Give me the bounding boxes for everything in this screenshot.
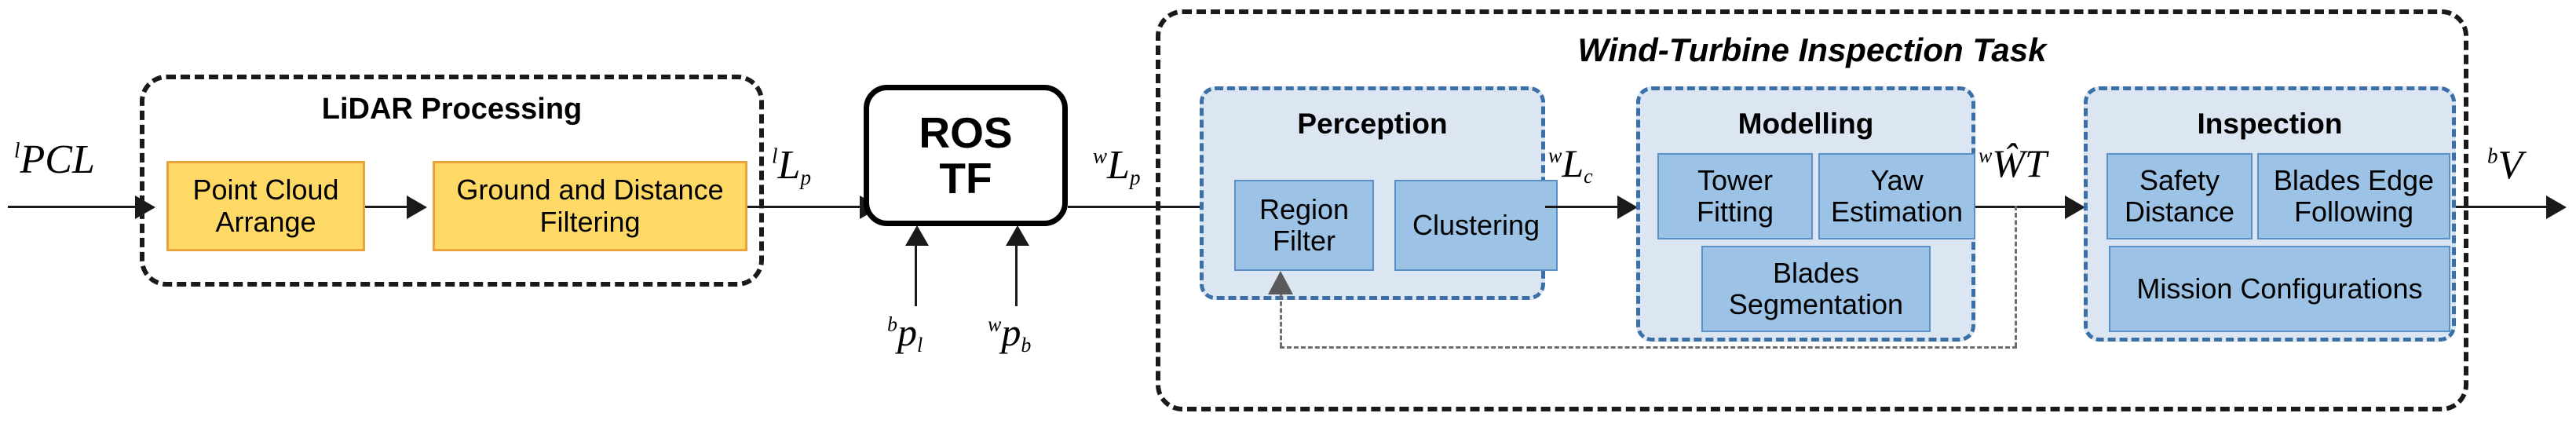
ros-to-task-line <box>1068 206 1205 208</box>
signal-presuperscript: b <box>887 313 897 336</box>
lidar-to-ros-line <box>747 206 861 208</box>
input-arrow <box>135 196 155 219</box>
block-line-1: Ground and Distance <box>456 174 724 207</box>
feedback-line-vertical-right <box>2015 206 2017 347</box>
block-safety-distance[interactable]: Safety Distance <box>2106 153 2253 239</box>
feedback-line-horizontal <box>1280 346 2017 349</box>
block-ros-tf[interactable]: ROS TF <box>864 85 1068 226</box>
modelling-to-inspection-line <box>1975 206 2068 208</box>
ros-tf-line-1: ROS <box>919 108 1013 157</box>
signal-presuperscript: w <box>1979 144 1993 167</box>
block-line-1: Clustering <box>1412 208 1540 241</box>
block-ground-distance-filtering[interactable]: Ground and Distance Filtering <box>433 161 747 251</box>
signal-subscript: p <box>800 166 811 190</box>
signal-subscript: l <box>917 333 923 356</box>
signal-label-tf-in-right: wpb <box>988 313 1031 356</box>
block-line-1: Blades Edge <box>2273 163 2435 196</box>
signal-label-tf-in-left: bpl <box>887 313 923 356</box>
block-line-1: Yaw <box>1870 163 1924 196</box>
group-wind-turbine-inspection-task <box>1156 9 2468 411</box>
perception-to-modelling-arrow <box>1617 196 1638 219</box>
block-line-2: Fitting <box>1696 196 1774 228</box>
signal-presuperscript: w <box>988 313 1002 336</box>
signal-presuperscript: w <box>1548 144 1562 167</box>
signal-subscript: c <box>1584 164 1593 188</box>
signal-presuperscript: l <box>14 138 20 163</box>
block-blades-segmentation[interactable]: Blades Segmentation <box>1701 246 1931 332</box>
feedback-line-vertical-left <box>1280 294 1282 347</box>
signal-main: p <box>1001 310 1021 354</box>
block-yaw-estimation[interactable]: Yaw Estimation <box>1818 153 1975 239</box>
wind-turbine-task-title: Wind-Turbine Inspection Task <box>1577 31 2047 68</box>
ros-input-left-arrow <box>905 225 929 246</box>
block-point-cloud-arrange[interactable]: Point Cloud Arrange <box>166 161 365 251</box>
block-line-1: Mission Configurations <box>2136 272 2423 305</box>
signal-subscript: b <box>1021 333 1032 356</box>
block-line-2: Filtering <box>539 205 641 238</box>
block-line-2: Segmentation <box>1728 288 1904 320</box>
lidar-internal-arrow <box>407 196 427 219</box>
signal-presuperscript: b <box>2487 144 2498 168</box>
ros-input-right-arrow <box>1006 225 1029 246</box>
block-line-2: Distance <box>2124 196 2235 228</box>
signal-label-perception-out: wLc <box>1548 144 1593 187</box>
lidar-processing-title: LiDAR Processing <box>321 93 583 126</box>
block-line-1: Tower <box>1697 163 1774 196</box>
inspection-title: Inspection <box>2197 108 2343 140</box>
signal-presuperscript: l <box>772 144 778 168</box>
signal-label-tf-out: wLp <box>1093 145 1140 188</box>
modelling-title: Modelling <box>1737 108 1874 140</box>
input-line <box>8 206 137 208</box>
signal-label-lidar-out: lLp <box>772 145 811 188</box>
signal-main: ŴT <box>1992 141 2047 185</box>
output-line <box>2456 206 2549 208</box>
block-mission-configurations[interactable]: Mission Configurations <box>2109 246 2450 332</box>
signal-main: PCL <box>20 137 95 182</box>
block-blades-edge-following[interactable]: Blades Edge Following <box>2257 153 2450 239</box>
block-tower-fitting[interactable]: Tower Fitting <box>1657 153 1813 239</box>
signal-label-modelling-out: wŴT <box>1979 144 2047 183</box>
block-region-filter[interactable]: Region Filter <box>1234 180 1374 271</box>
ros-input-left-line <box>915 243 917 306</box>
signal-main: L <box>777 143 801 188</box>
output-arrow <box>2546 196 2567 219</box>
group-lidar-processing <box>140 75 764 287</box>
block-line-1: Safety <box>2139 163 2220 196</box>
modelling-to-inspection-arrow <box>2065 196 2085 219</box>
signal-main: L <box>1562 141 1584 185</box>
block-line-2: Estimation <box>1830 196 1964 228</box>
signal-subscript: p <box>1129 166 1141 190</box>
perception-title: Perception <box>1297 108 1448 140</box>
block-clustering[interactable]: Clustering <box>1394 180 1558 271</box>
block-line-1: Region <box>1259 192 1350 225</box>
signal-label-output: bV <box>2487 145 2523 186</box>
ros-tf-line-2: TF <box>939 154 992 203</box>
feedback-arrow-to-region-filter <box>1268 271 1293 294</box>
block-line-2: Filter <box>1273 225 1336 257</box>
block-line-2: Arrange <box>215 205 316 238</box>
ros-input-right-line <box>1015 243 1018 306</box>
lidar-internal-line <box>365 206 409 208</box>
block-line-1: Blades <box>1772 256 1860 289</box>
signal-presuperscript: w <box>1093 144 1108 168</box>
signal-main: V <box>2497 143 2523 188</box>
perception-to-modelling-line <box>1545 206 1621 208</box>
signal-main: p <box>897 310 917 354</box>
signal-main: L <box>1107 143 1130 188</box>
signal-label-input-pcl: lPCL <box>14 140 95 181</box>
block-line-1: Point Cloud <box>192 174 339 207</box>
block-line-2: Following <box>2293 196 2414 228</box>
